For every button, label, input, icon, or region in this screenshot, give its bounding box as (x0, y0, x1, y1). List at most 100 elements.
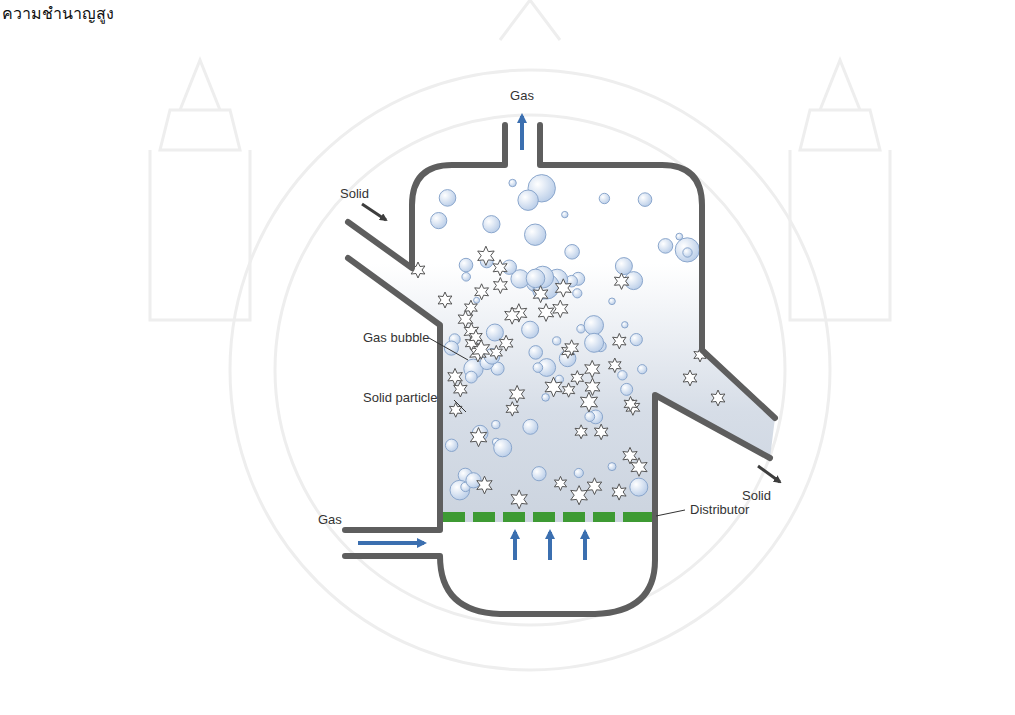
gas-bubble (618, 371, 627, 380)
solid-particle (458, 311, 473, 328)
solid-particle (571, 371, 584, 386)
part-label: Distributor (690, 502, 749, 518)
solid-particle (623, 447, 637, 464)
solid-particle (683, 370, 697, 386)
gas-bubble (523, 419, 538, 434)
gas-bubble (466, 473, 481, 488)
gas-bubble (615, 258, 632, 275)
solid-particle (571, 486, 588, 505)
solid-particle (448, 368, 463, 385)
gas-bubble (658, 239, 673, 254)
solid-particle (575, 425, 587, 439)
solid-particle (438, 292, 452, 308)
solid-particle (388, 234, 402, 250)
watermark-seal (150, 0, 890, 670)
distributor-plate (443, 512, 652, 522)
solid-particle (585, 378, 600, 395)
gas-bubble (573, 289, 582, 298)
gas-bubble (518, 190, 538, 210)
plenum-fill (440, 522, 655, 614)
solid-particle (580, 392, 597, 412)
solid-particle (587, 478, 602, 495)
gas-bubble (533, 363, 543, 373)
solid-particle (554, 476, 566, 490)
document-text: ความชำนาญสูง (2, 4, 114, 23)
gas-bubble (621, 383, 633, 395)
solid-particle (711, 390, 725, 406)
gas-bubble (439, 190, 456, 207)
solid-particle (562, 383, 574, 397)
leader-line (429, 338, 685, 516)
gas-bubble (585, 333, 604, 352)
solid-particle (538, 304, 553, 322)
gas-bubble (553, 337, 561, 345)
gas-bubble (675, 238, 699, 262)
solid-particle (478, 246, 495, 265)
solid-particle (614, 273, 628, 289)
gas-bubble (525, 224, 546, 245)
solid-particle (594, 424, 608, 440)
gas-bubble (459, 258, 473, 272)
solid-particle (624, 397, 637, 412)
gas-flow-arrow (358, 116, 585, 560)
flow-label: Solid (742, 488, 771, 504)
gas-bubble (465, 371, 477, 383)
part-label: Gas bubble (363, 330, 430, 346)
solid-particle (565, 340, 579, 356)
gas-bubble (483, 216, 500, 233)
gas-bubble (638, 365, 647, 374)
solid-particle (470, 428, 487, 447)
solid-particle (585, 360, 600, 377)
solid-particle (475, 284, 489, 300)
gas-bubble (683, 248, 692, 257)
part-label: Solid particle (363, 390, 437, 406)
gas-bubble (562, 211, 568, 217)
gas-bubble (474, 297, 480, 303)
solid-particle (494, 278, 508, 294)
gas-bubble (609, 298, 616, 305)
gas-bubble (532, 467, 546, 481)
solid-particle (490, 345, 502, 359)
solid-flow-arrow (362, 204, 780, 482)
solid-particle (553, 300, 568, 318)
solid-particle (613, 333, 626, 349)
flow-label: Gas (510, 88, 534, 104)
solid-particle (493, 260, 507, 276)
gas-bubble (431, 213, 447, 229)
gas-bubble (526, 269, 545, 288)
solid-particle (510, 385, 525, 402)
gas-bubble (608, 463, 616, 471)
solid-particle (449, 403, 462, 418)
gas-bubble (494, 439, 512, 457)
gas-bubble (599, 193, 609, 203)
solid-particle (631, 458, 647, 477)
solid-particle (533, 286, 548, 303)
solid-particle (506, 402, 518, 416)
gas-bubble (676, 233, 683, 240)
solid-particle (477, 476, 492, 494)
gas-bubble (630, 334, 642, 346)
flow-label: Solid (340, 186, 369, 202)
gas-bubble (509, 179, 516, 186)
solid-particle (505, 307, 520, 324)
gas-bubble (565, 245, 580, 260)
gas-bubble (445, 439, 457, 451)
gas-bubble (584, 316, 603, 335)
solid-particle (609, 358, 622, 373)
flow-label: Gas (318, 512, 342, 528)
solid-particle (612, 484, 626, 500)
solid-particle (545, 377, 562, 397)
gas-bubble (522, 321, 539, 338)
gas-bubble (638, 193, 652, 207)
gas-bubble (486, 324, 503, 341)
gas-bubble (492, 421, 500, 429)
gas-bubble (622, 322, 628, 328)
solid-particle (470, 330, 483, 345)
solid-particle (555, 279, 571, 297)
gas-bubble (462, 273, 471, 282)
gas-bubble (542, 394, 550, 402)
gas-bubble (574, 468, 583, 477)
gas-bubble (585, 412, 595, 422)
